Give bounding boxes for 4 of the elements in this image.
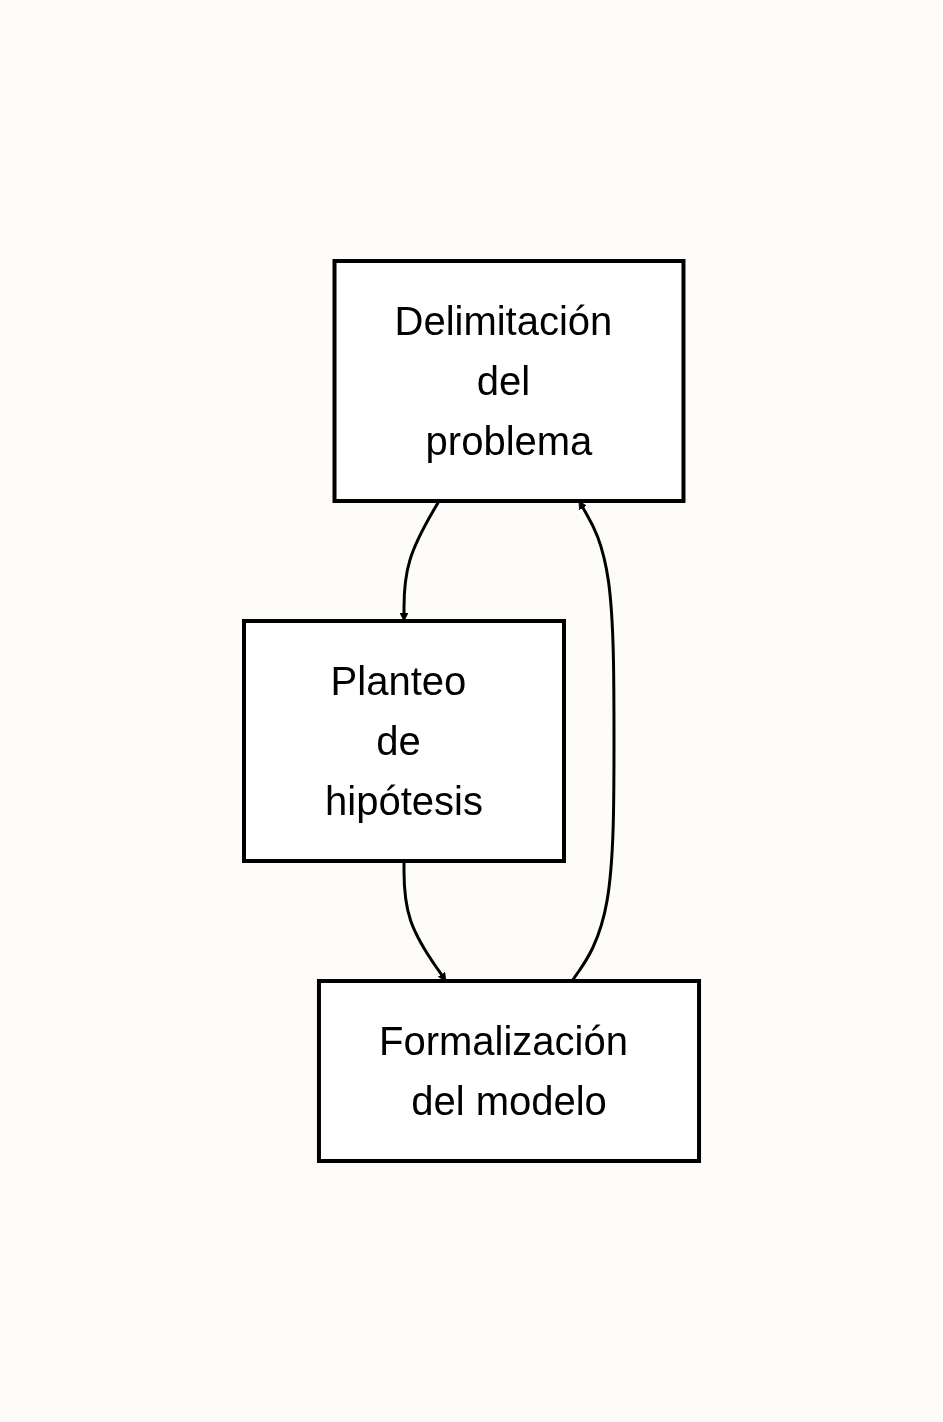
node-box: Delimitación del problema [332, 259, 686, 503]
node-box: Formalización del modelo [316, 979, 701, 1163]
node-box: Planteo de hipótesis [242, 619, 566, 863]
arrow [402, 861, 447, 982]
